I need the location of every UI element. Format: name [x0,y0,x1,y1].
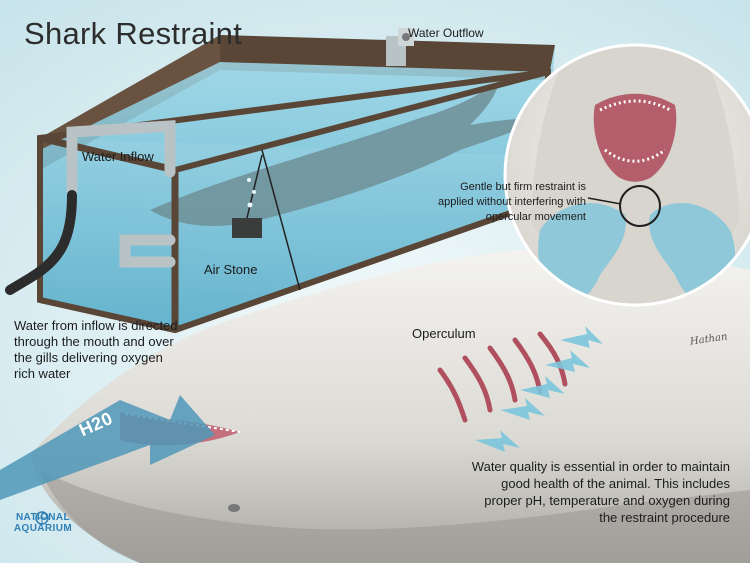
h2o-arrow [0,395,215,500]
inflow-hose [5,190,77,295]
air-stone-label: Air Stone [204,262,258,277]
air-line [261,149,301,291]
tank-shark [150,80,545,226]
shark-eye [228,504,240,512]
inflow-pipe [66,120,176,268]
logo-line-2: AQUARIUM [13,523,73,534]
shark-body [30,248,750,563]
holding-tank [5,28,555,334]
outflow-pipe [386,28,414,66]
restraint-inset [503,43,750,307]
inflow-note: Water from inflow is directed through th… [14,318,178,381]
water-flow-arrows [475,326,603,452]
callout-line [587,197,622,205]
inset-shark-mouth [593,93,677,182]
shark-underside [40,470,750,563]
logo-mark [35,511,49,525]
logo-line-1: NATIONAL [15,512,71,523]
water-quality-note: Water quality is essential in order to m… [471,459,730,525]
air-stone [232,154,263,238]
opercular-highlight [619,185,661,227]
water-inflow-label: Water Inflow [82,149,154,164]
operculum-label: Operculum [412,326,476,341]
page-title: Shark Restraint [24,16,243,51]
main-shark [0,248,750,563]
national-aquarium-logo: NATIONAL AQUARIUM [8,512,78,534]
water-outflow-label: Water Outflow [408,26,484,40]
restraint-note: Gentle but firm restraint is applied wit… [438,181,586,223]
